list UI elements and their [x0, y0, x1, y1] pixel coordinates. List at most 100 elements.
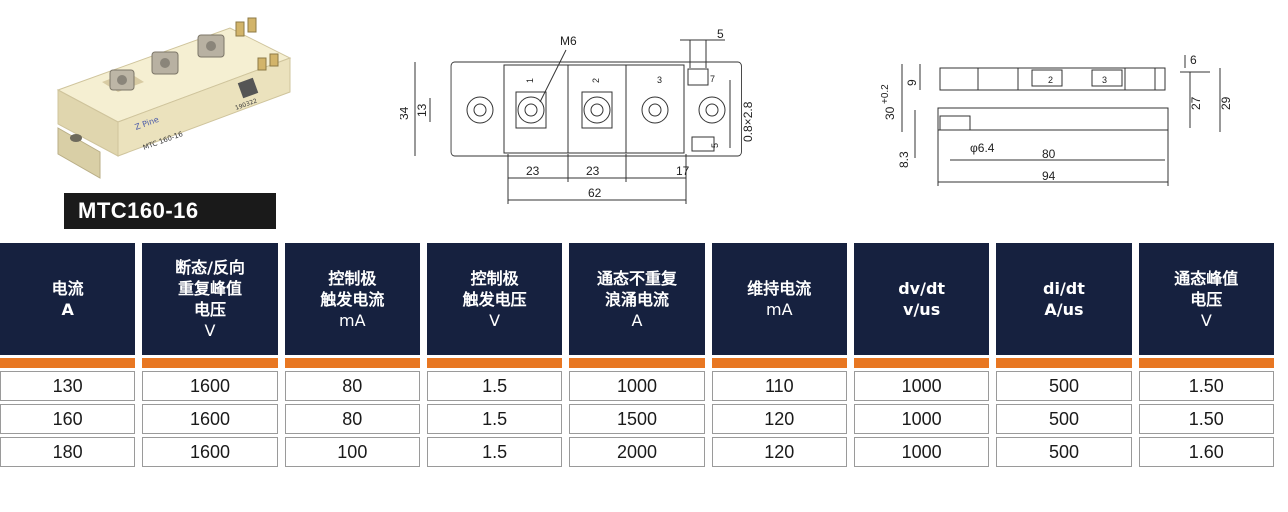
product-photo: Z Pine MTC 160-16 190322	[56, 17, 292, 179]
dim-length: 62	[588, 186, 602, 200]
table-cell: 1600	[142, 404, 278, 434]
header-line: 通态不重复	[596, 268, 677, 288]
dim-edge: 17	[676, 164, 690, 178]
accent-bar	[0, 358, 136, 368]
header-line: 触发电压	[462, 289, 527, 309]
accent-bar	[426, 358, 563, 368]
header-line: 电流	[51, 279, 84, 298]
table-cell: 500	[996, 404, 1132, 434]
header-line: 断态/反向	[175, 258, 245, 277]
accent-bar	[284, 358, 420, 368]
table-cell: 1.5	[426, 437, 563, 467]
dim-h83: 8.3	[897, 151, 911, 168]
header-unit: V	[204, 321, 216, 340]
table-cell: 1600	[142, 437, 278, 467]
pin-3-label: 3	[657, 75, 662, 85]
pin-7-label: 7	[710, 74, 715, 84]
header-line: 重复峰值	[177, 279, 242, 298]
table-cell: 2000	[569, 437, 705, 467]
table-cell: 80	[284, 404, 420, 434]
table-cell: 1.50	[1138, 371, 1274, 401]
table-cell: 1.50	[1138, 404, 1274, 434]
header-line: 控制极	[470, 268, 519, 288]
model-label: MTC160-16	[64, 193, 276, 229]
accent-bar	[569, 358, 705, 368]
pin-1-label: 1	[525, 78, 535, 83]
table-cell: 110	[711, 371, 847, 401]
table-cell: 1.60	[1138, 437, 1274, 467]
pin-2-label: 2	[591, 78, 601, 83]
dim-h29: 29	[1219, 96, 1233, 110]
header-line: 通态峰值	[1174, 268, 1239, 288]
header-line: 触发电流	[320, 289, 385, 309]
dim-h9: 9	[905, 79, 919, 86]
header-line: 控制极	[328, 268, 377, 288]
table-cell: 1.5	[426, 371, 563, 401]
header-line: 电压	[193, 300, 226, 319]
table-cell: 120	[711, 437, 847, 467]
header-line: A/us	[1044, 300, 1084, 319]
dim-h30: 30	[883, 106, 897, 120]
terminal-3	[197, 34, 225, 58]
table-cell: 1000	[853, 437, 990, 467]
column-header: 维持电流 mA	[711, 243, 847, 355]
table-cell: 160	[0, 404, 136, 434]
table-cell: 130	[0, 371, 136, 401]
pin-5-label: 5	[710, 143, 720, 148]
accent-bar	[996, 358, 1132, 368]
dim-pitch-1: 23	[526, 164, 540, 178]
table-cell: 120	[711, 404, 847, 434]
dim-pitch-2: 23	[586, 164, 600, 178]
dim-total: 94	[1042, 169, 1056, 183]
table-cell: 1000	[569, 371, 705, 401]
side-pin-2-label: 2	[1048, 75, 1053, 85]
front-view-drawing: M6 1 2 3 7 5 34 13 5 0.8×2.8 23 23 17 62	[400, 27, 755, 204]
header-line: 维持电流	[747, 279, 812, 298]
header-unit: mA	[766, 300, 793, 319]
header-line: dv/dt	[898, 279, 946, 298]
header-line: v/us	[903, 300, 941, 319]
header-unit: mA	[339, 310, 366, 330]
dim-tolerance: +0.2	[880, 84, 891, 104]
column-header: 断态/反向重复峰值电压 V	[142, 243, 278, 355]
accent-bar	[142, 358, 278, 368]
accent-bar	[1138, 358, 1274, 368]
table-cell: 100	[284, 437, 420, 467]
side-pin-3-label: 3	[1102, 75, 1107, 85]
table-cell: 1000	[853, 404, 990, 434]
table-cell: 500	[996, 371, 1132, 401]
accent-bar-row	[0, 358, 1274, 368]
dim-h6: 6	[1190, 53, 1197, 67]
table-cell: 1500	[569, 404, 705, 434]
dim-hole: φ6.4	[970, 141, 995, 155]
thread-label: M6	[560, 34, 577, 48]
dim-mount: 80	[1042, 147, 1056, 161]
table-cell: 500	[996, 437, 1132, 467]
terminal-1	[102, 69, 144, 92]
table-cell: 1.5	[426, 404, 563, 434]
header-unit: V	[1200, 310, 1212, 330]
qr-code	[237, 77, 259, 99]
accent-bar	[711, 358, 847, 368]
table-cell: 80	[284, 371, 420, 401]
terminal-2	[151, 51, 179, 75]
accent-bar	[853, 358, 990, 368]
column-header: dv/dt v/us	[853, 243, 990, 355]
dim-tab: 0.8×2.8	[741, 101, 755, 142]
dim-top-tab: 5	[717, 27, 724, 41]
table-cell: 1000	[853, 371, 990, 401]
table-cell: 180	[0, 437, 136, 467]
header-unit: V	[489, 310, 501, 330]
dim-height: 34	[400, 106, 411, 120]
header-line: di/dt	[1043, 279, 1085, 298]
